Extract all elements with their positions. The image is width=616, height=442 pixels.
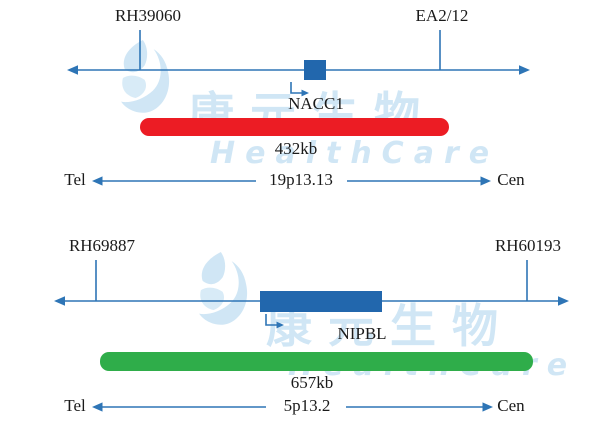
gene-box-nipbl bbox=[260, 291, 382, 312]
transcription-start-arrow bbox=[290, 82, 302, 94]
tel-arrowhead bbox=[92, 176, 103, 186]
axis-arrowhead-right bbox=[519, 65, 530, 75]
transcription-arrowhead bbox=[301, 89, 309, 97]
locus-top-telcen-axis bbox=[92, 176, 491, 186]
axis-arrowhead-left bbox=[67, 65, 78, 75]
transcription-start-arrow bbox=[265, 314, 277, 326]
locus-bottom-axis bbox=[54, 260, 569, 329]
locus-top-axis bbox=[67, 30, 530, 97]
cen-arrowhead bbox=[482, 402, 493, 412]
axis-arrowhead-right bbox=[558, 296, 569, 306]
locus-bottom-telcen-axis bbox=[92, 402, 493, 412]
cen-arrowhead bbox=[480, 176, 491, 186]
transcription-arrowhead bbox=[276, 321, 284, 329]
region-bar-432kb bbox=[140, 118, 449, 136]
tel-arrowhead bbox=[92, 402, 103, 412]
gene-box-nacc1 bbox=[304, 60, 326, 80]
axis-arrowhead-left bbox=[54, 296, 65, 306]
region-bar-657kb bbox=[100, 352, 533, 371]
